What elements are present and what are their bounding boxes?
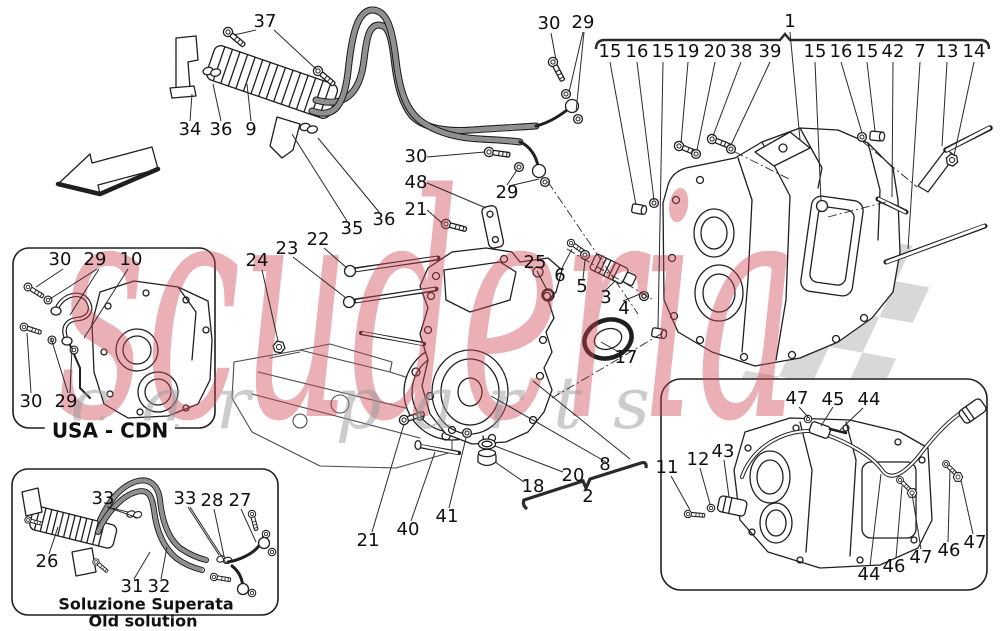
inset-label-usa-cdn: USA - CDN bbox=[44, 420, 176, 442]
callout-11: 11 bbox=[655, 457, 679, 478]
group-1-bracket bbox=[594, 32, 991, 50]
callout-38: 38 bbox=[729, 41, 753, 62]
banjo-fitting bbox=[564, 98, 580, 114]
inset-label-old-solution-en: Old solution bbox=[88, 611, 198, 631]
watermark-text: scuderia car parts bbox=[58, 130, 798, 491]
long-bolts bbox=[342, 255, 441, 347]
callout-29: 29 bbox=[54, 391, 78, 412]
oil-cooler-hoses bbox=[308, 6, 580, 179]
callout-13: 13 bbox=[935, 41, 959, 62]
callout-32: 32 bbox=[147, 576, 171, 597]
callout-33: 33 bbox=[91, 488, 115, 509]
banjo-fitting bbox=[531, 163, 547, 179]
callout-20: 20 bbox=[703, 41, 727, 62]
callout-45: 45 bbox=[821, 389, 845, 410]
callout-43: 43 bbox=[711, 441, 735, 462]
callout-22: 22 bbox=[306, 229, 330, 250]
callout-21: 21 bbox=[356, 530, 380, 551]
callout-4: 4 bbox=[618, 298, 630, 319]
callout-15: 15 bbox=[651, 41, 675, 62]
callout-48: 48 bbox=[404, 172, 428, 193]
callout-37: 37 bbox=[253, 11, 277, 32]
screw-37a bbox=[220, 24, 248, 50]
callout-35: 35 bbox=[340, 218, 364, 239]
callout-31: 31 bbox=[120, 576, 144, 597]
callout-18: 18 bbox=[521, 476, 545, 497]
callout-29: 29 bbox=[495, 182, 519, 203]
inset-usa-cdn-drawing bbox=[18, 280, 213, 419]
callout-36: 36 bbox=[209, 119, 233, 140]
callout-30: 30 bbox=[48, 249, 72, 270]
callout-8: 8 bbox=[599, 454, 611, 475]
callout-15: 15 bbox=[598, 41, 622, 62]
callout-16: 16 bbox=[829, 41, 853, 62]
inset-old-solution-drawing bbox=[21, 477, 277, 598]
callout-15: 15 bbox=[855, 41, 879, 62]
callout-6: 6 bbox=[554, 265, 566, 286]
callout-25: 25 bbox=[523, 252, 547, 273]
callout-17: 17 bbox=[614, 347, 638, 368]
callout-47: 47 bbox=[785, 388, 809, 409]
callout-20: 20 bbox=[561, 465, 585, 486]
support-rods bbox=[875, 125, 993, 265]
callout-29: 29 bbox=[571, 12, 595, 33]
tail-extension-housing bbox=[231, 343, 453, 469]
direction-arrow-icon bbox=[55, 146, 161, 197]
cooler-bracket-34 bbox=[175, 35, 199, 93]
watermark-title: scuderia bbox=[58, 130, 798, 491]
seal-ring-17 bbox=[582, 317, 634, 361]
callout-30: 30 bbox=[537, 13, 561, 34]
clutch-cover bbox=[419, 247, 563, 451]
callout-40: 40 bbox=[396, 519, 420, 540]
callout-23: 23 bbox=[275, 238, 299, 259]
bracket-plate-48 bbox=[481, 205, 505, 249]
o-ring-25 bbox=[541, 288, 555, 302]
group-2-bracket bbox=[521, 460, 648, 511]
callout-2: 2 bbox=[582, 486, 594, 507]
callout-39: 39 bbox=[758, 41, 782, 62]
callout-10: 10 bbox=[119, 249, 143, 270]
callout-27: 27 bbox=[228, 490, 252, 511]
callout-47: 47 bbox=[963, 532, 987, 553]
callout-30: 30 bbox=[404, 146, 428, 167]
callout-14: 14 bbox=[962, 41, 986, 62]
callout-33: 33 bbox=[173, 488, 197, 509]
washer-29 bbox=[572, 113, 584, 125]
callout-46: 46 bbox=[937, 540, 961, 561]
callout-24: 24 bbox=[245, 250, 269, 271]
callout-34: 34 bbox=[178, 119, 202, 140]
callout-9: 9 bbox=[245, 119, 257, 140]
callout-21: 21 bbox=[404, 199, 428, 220]
cooler-bracket-35 bbox=[269, 116, 301, 159]
callout-7: 7 bbox=[914, 41, 926, 62]
callout-29: 29 bbox=[83, 249, 107, 270]
callout-47: 47 bbox=[909, 547, 933, 568]
callout-30: 30 bbox=[19, 391, 43, 412]
callout-19: 19 bbox=[676, 41, 700, 62]
inset-sensor-drawing bbox=[683, 398, 987, 569]
callout-44: 44 bbox=[857, 564, 881, 585]
callout-1: 1 bbox=[784, 11, 796, 32]
callout-44: 44 bbox=[857, 389, 881, 410]
callout-3: 3 bbox=[600, 287, 612, 308]
callout-28: 28 bbox=[200, 490, 224, 511]
callout-46: 46 bbox=[882, 556, 906, 577]
bottom-fasteners bbox=[397, 408, 497, 467]
callout-12: 12 bbox=[686, 449, 710, 470]
callout-26: 26 bbox=[35, 551, 59, 572]
callout-41: 41 bbox=[435, 506, 459, 527]
callout-42: 42 bbox=[881, 41, 905, 62]
callout-15: 15 bbox=[803, 41, 827, 62]
callout-5: 5 bbox=[576, 276, 588, 297]
leader-lines bbox=[26, 29, 991, 580]
callout-36: 36 bbox=[372, 209, 396, 230]
gearbox-housing bbox=[662, 127, 901, 367]
inset-label-old-solution-it: Soluzione Superata bbox=[51, 596, 241, 614]
bolt-30-top bbox=[546, 55, 568, 84]
callout-16: 16 bbox=[625, 41, 649, 62]
